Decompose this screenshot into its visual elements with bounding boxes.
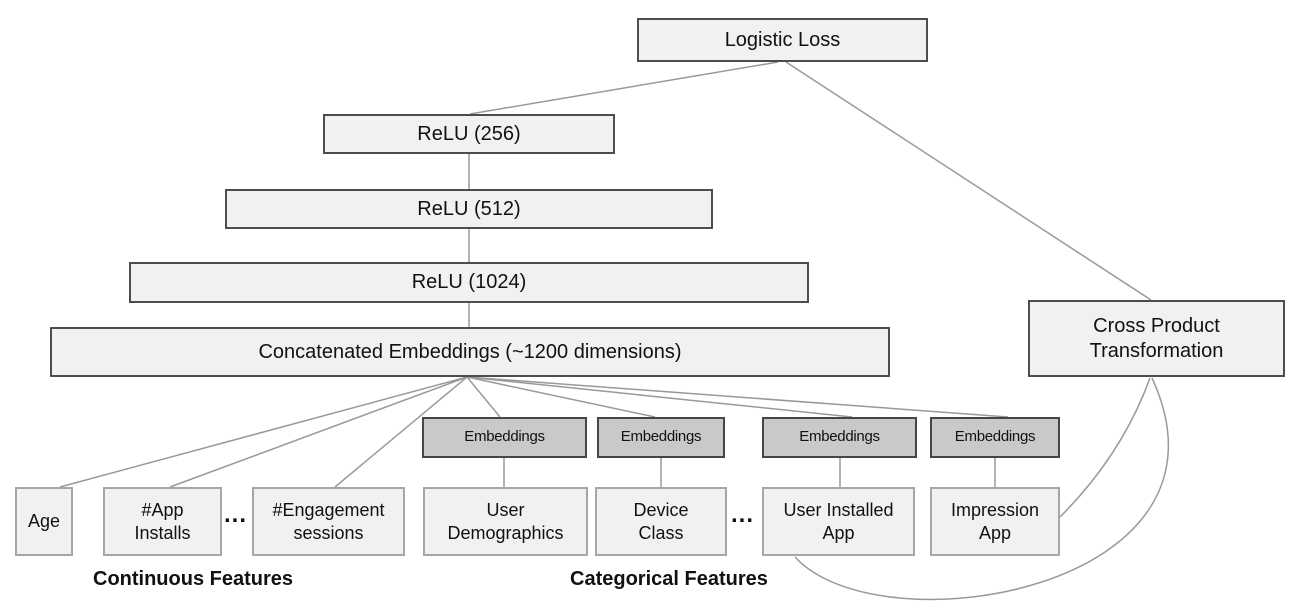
- feature-node-engagement-sessions: #Engagement sessions: [252, 487, 405, 556]
- feature-node-age: Age: [15, 487, 73, 556]
- embeddings-node-user-demographics: Embeddings: [422, 417, 587, 458]
- embeddings-node-impression-app: Embeddings: [930, 417, 1060, 458]
- feature-node-user-demographics: User Demographics: [423, 487, 588, 556]
- continuous-features-ellipsis: ...: [224, 501, 248, 528]
- categorical-features-label: Categorical Features: [570, 568, 768, 590]
- relu-1024-node: ReLU (1024): [129, 262, 809, 303]
- feature-node-user-installed-app: User Installed App: [762, 487, 915, 556]
- logistic-loss-node: Logistic Loss: [637, 18, 928, 62]
- relu-256-node: ReLU (256): [323, 114, 615, 154]
- feature-node-impression-app: Impression App: [930, 487, 1060, 556]
- relu-512-node: ReLU (512): [225, 189, 713, 229]
- concatenated-embeddings-node: Concatenated Embeddings (~1200 dimension…: [50, 327, 890, 377]
- embeddings-node-user-installed-app: Embeddings: [762, 417, 917, 458]
- categorical-features-ellipsis: ...: [731, 501, 755, 528]
- feature-node-app-installs: #App Installs: [103, 487, 222, 556]
- cross-product-transformation-node: Cross Product Transformation: [1028, 300, 1285, 377]
- feature-node-device-class: Device Class: [595, 487, 727, 556]
- continuous-features-label: Continuous Features: [93, 568, 294, 590]
- embeddings-node-device-class: Embeddings: [597, 417, 725, 458]
